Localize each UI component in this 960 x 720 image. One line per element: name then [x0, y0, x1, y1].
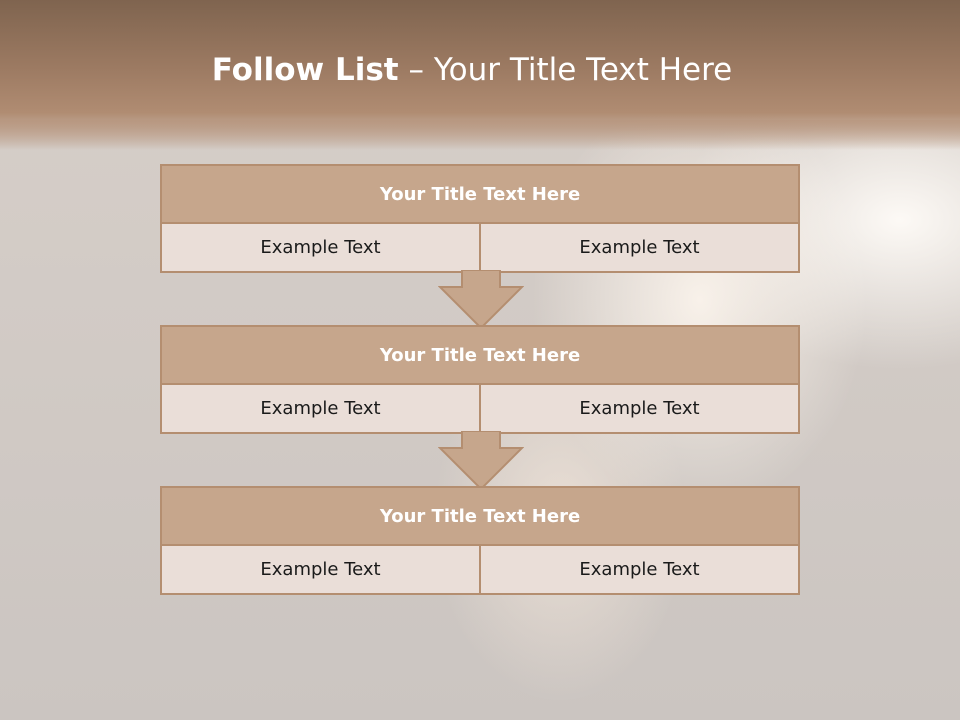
flow-block-cell-left: Example Text [162, 546, 479, 593]
slide-title-rest: – Your Title Text Here [398, 52, 733, 88]
slide-title: Follow List – Your Title Text Here [0, 52, 944, 88]
flow-block-1: Your Title Text Here Example Text Exampl… [160, 164, 800, 273]
flow-block-cell-left: Example Text [162, 224, 479, 271]
flow-block-cell-left: Example Text [162, 385, 479, 432]
down-arrow-icon [438, 270, 524, 330]
flow-block-2: Your Title Text Here Example Text Exampl… [160, 325, 800, 434]
flow-block-cell-right: Example Text [479, 546, 798, 593]
flow-block-row: Example Text Example Text [162, 546, 798, 593]
flow-block-cell-right: Example Text [479, 385, 798, 432]
flow-block-row: Example Text Example Text [162, 224, 798, 271]
flow-block-cell-right: Example Text [479, 224, 798, 271]
flow-block-title: Your Title Text Here [162, 488, 798, 546]
flow-block-3: Your Title Text Here Example Text Exampl… [160, 486, 800, 595]
slide-title-bold: Follow List [211, 52, 399, 88]
flow-block-title: Your Title Text Here [162, 166, 798, 224]
flow-block-title: Your Title Text Here [162, 327, 798, 385]
header-band [0, 0, 960, 150]
down-arrow-icon [438, 431, 524, 491]
flow-block-row: Example Text Example Text [162, 385, 798, 432]
